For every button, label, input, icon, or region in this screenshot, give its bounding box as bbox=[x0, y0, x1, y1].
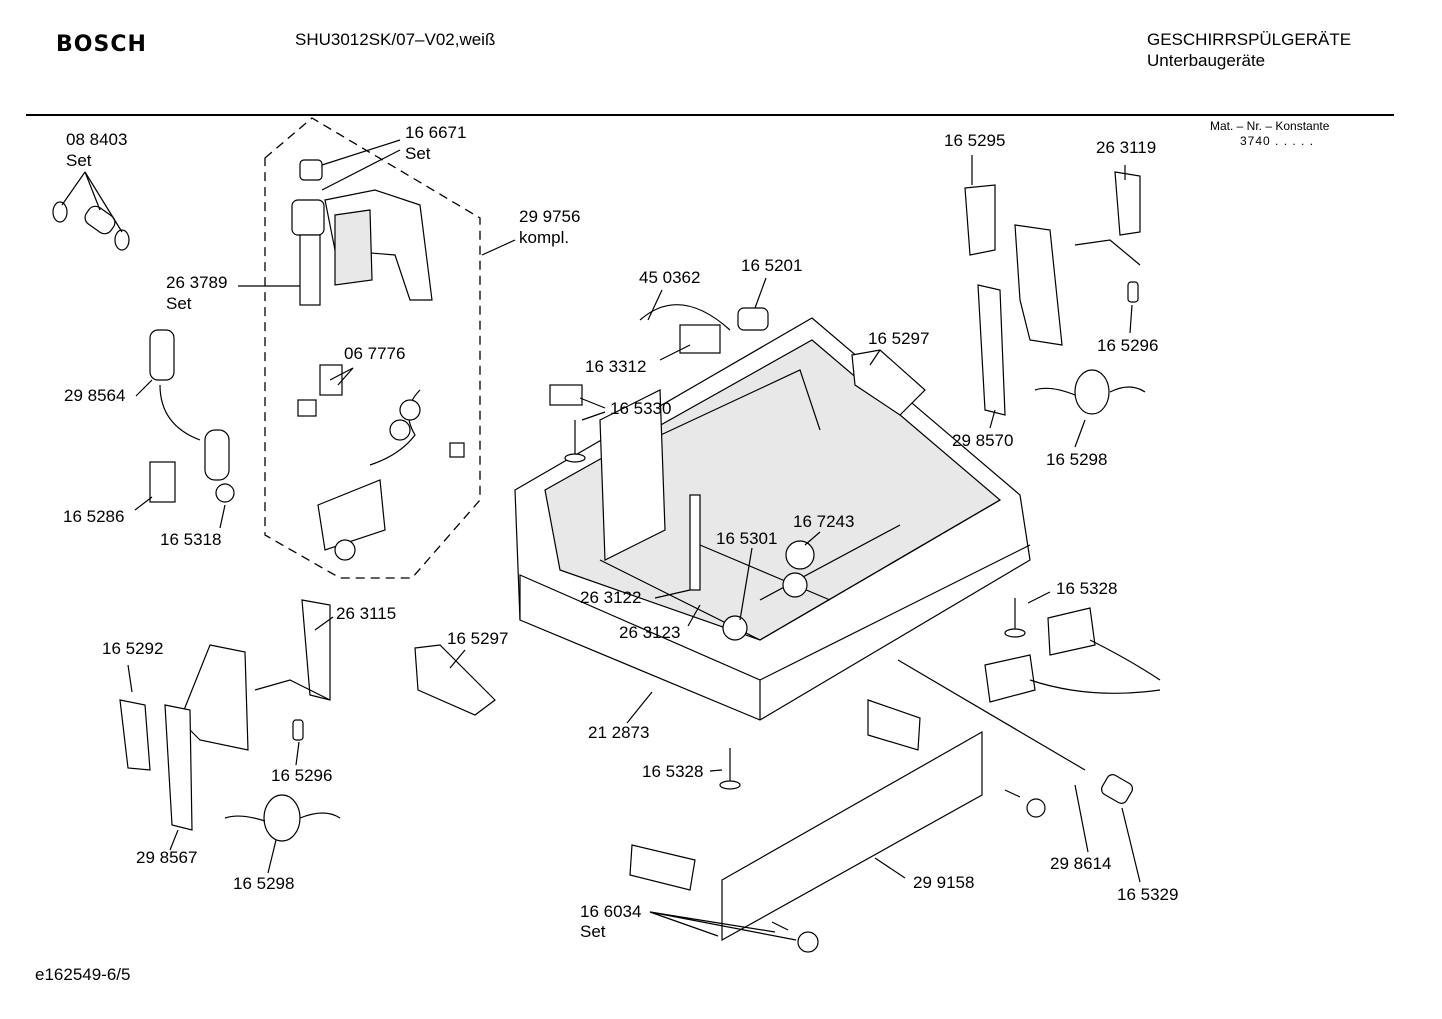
part-16-5292-number: 16 5292 bbox=[102, 639, 163, 658]
front-panel-drawing bbox=[549, 304, 1161, 953]
part-16-5201-number: 16 5201 bbox=[741, 256, 802, 275]
leader-lines bbox=[61, 139, 1141, 941]
part-26-3119-number: 26 3119 bbox=[1096, 138, 1156, 157]
part-29-9756-number: 29 9756 bbox=[519, 207, 580, 226]
part-16-5296-number-2: 16 5296 bbox=[271, 766, 332, 785]
mat-nr-label: Mat. – Nr. – Konstante bbox=[1210, 119, 1330, 133]
hose-clips-drawing bbox=[52, 201, 130, 251]
part-16-6671-note: Set bbox=[405, 144, 431, 163]
part-16-5318-number: 16 5318 bbox=[160, 530, 221, 549]
model-number: SHU3012SK/07–V02,weiß bbox=[295, 30, 496, 49]
part-45-0362-number: 45 0362 bbox=[639, 268, 700, 287]
part-callouts: 08 8403 Set 16 6671 Set 29 9756 kompl. 2… bbox=[63, 123, 1178, 941]
part-16-7243-number: 16 7243 bbox=[793, 512, 854, 531]
part-08-8403-note: Set bbox=[66, 151, 92, 170]
mat-nr-value: 3740 . . . . . bbox=[1240, 134, 1315, 148]
part-08-8403-number: 08 8403 bbox=[66, 130, 127, 149]
brand-logo: BOSCH bbox=[56, 32, 147, 57]
part-06-7776-number: 06 7776 bbox=[344, 344, 405, 363]
part-16-5330-number: 16 5330 bbox=[610, 399, 671, 418]
part-16-3312-number: 16 3312 bbox=[585, 357, 646, 376]
part-26-3122-number: 26 3122 bbox=[580, 588, 641, 607]
part-16-5328-number-2: 16 5328 bbox=[642, 762, 703, 781]
drawing-id: e162549-6/5 bbox=[35, 965, 131, 984]
part-16-5298-number: 16 5298 bbox=[1046, 450, 1107, 469]
part-29-9158-number: 29 9158 bbox=[913, 873, 974, 892]
screws-drawing bbox=[564, 420, 1026, 931]
part-16-6034-number: 16 6034 bbox=[580, 902, 641, 921]
part-16-5301-number: 16 5301 bbox=[716, 529, 777, 548]
part-29-8564-number: 29 8564 bbox=[64, 386, 125, 405]
part-16-5295-number: 16 5295 bbox=[944, 131, 1005, 150]
part-16-6034-note: Set bbox=[580, 922, 606, 941]
part-29-8570-number: 29 8570 bbox=[952, 431, 1013, 450]
header-divider bbox=[26, 114, 1394, 116]
part-29-8567-number: 29 8567 bbox=[136, 848, 197, 867]
part-29-9756-note: kompl. bbox=[519, 228, 569, 247]
category-title: GESCHIRRSPÜLGERÄTE bbox=[1147, 30, 1352, 49]
subcategory-title: Unterbaugeräte bbox=[1147, 51, 1266, 70]
base-tub-drawing bbox=[514, 317, 1031, 721]
part-16-5329-number: 16 5329 bbox=[1117, 885, 1178, 904]
part-26-3123-number: 26 3123 bbox=[619, 623, 680, 642]
pump-assembly-drawing bbox=[291, 159, 465, 561]
part-16-5328-number: 16 5328 bbox=[1056, 579, 1117, 598]
part-21-2873-number: 21 2873 bbox=[588, 723, 649, 742]
right-side-brackets-drawing bbox=[851, 171, 1146, 416]
part-26-3789-number: 26 3789 bbox=[166, 273, 227, 292]
part-16-5298-number-2: 16 5298 bbox=[233, 874, 294, 893]
part-16-5296-number: 16 5296 bbox=[1097, 336, 1158, 355]
part-26-3789-note: Set bbox=[166, 294, 192, 313]
part-16-6671-number: 16 6671 bbox=[405, 123, 466, 142]
kit-outline bbox=[264, 117, 481, 579]
part-26-3115-number: 26 3115 bbox=[336, 604, 396, 623]
part-29-8614-number: 29 8614 bbox=[1050, 854, 1111, 873]
part-16-5297-number: 16 5297 bbox=[868, 329, 929, 348]
part-16-5297-number-2: 16 5297 bbox=[447, 629, 508, 648]
corrugated-hose-drawing bbox=[149, 329, 235, 503]
part-16-5286-number: 16 5286 bbox=[63, 507, 124, 526]
left-lower-brackets-drawing bbox=[119, 599, 496, 842]
